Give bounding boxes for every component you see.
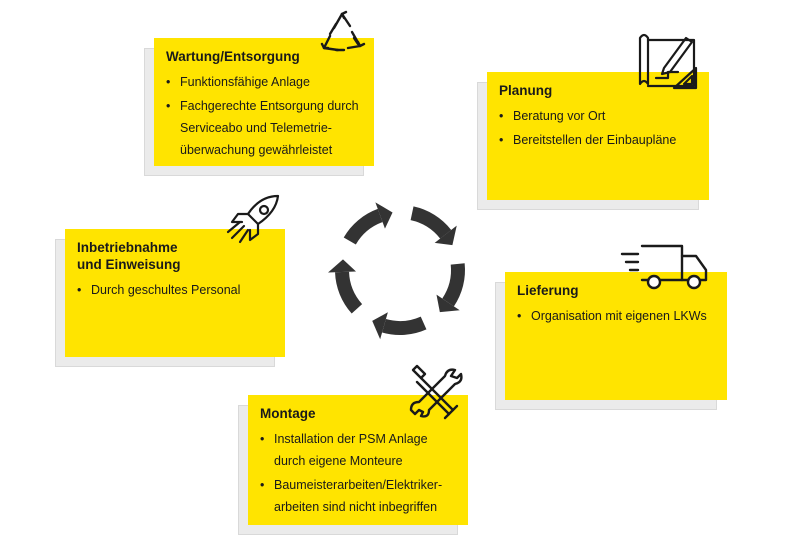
card-face: Inbetriebnahme und Einweisung Durch gesc… (65, 229, 285, 357)
list-item: Organisation mit eigenen LKWs (517, 305, 715, 327)
blueprint-icon (638, 33, 698, 90)
card-title: Inbetriebnahme und Einweisung (77, 240, 181, 272)
card-face: Planung Beratung vor Ort Bereitstellen d… (487, 72, 709, 200)
rocket-icon (226, 194, 280, 244)
cycle-arrow-head (372, 312, 388, 340)
list-item: Installation der PSM Anlage durch eigene… (260, 428, 456, 472)
list-item: Durch geschultes Personal (77, 279, 273, 301)
cycle-arrow-head (436, 294, 460, 313)
card-title: Planung (499, 83, 553, 98)
card-wartung: Wartung/Entsorgung Funktionsfähige Anlag… (144, 38, 374, 176)
cycle-arrow-head (375, 202, 393, 229)
truck-icon (620, 244, 708, 290)
card-face: Montage Installation der PSM Anlage durc… (248, 395, 468, 525)
cycle-arrow-head (434, 225, 457, 246)
card-title: Montage (260, 406, 316, 421)
list-item: Bereitstellen der Einbaupläne (499, 129, 697, 151)
card-planung: Planung Beratung vor Ort Bereitstellen d… (477, 72, 709, 210)
recycle-icon (320, 10, 366, 52)
list-item: Fachgerechte Entsorgung durch Serviceabo… (166, 95, 362, 161)
card-list: Organisation mit eigenen LKWs (517, 305, 715, 327)
cycle-arrow-segment (410, 206, 452, 239)
cycle-arrow-segment (382, 316, 427, 335)
list-item: Funktionsfähige Anlage (166, 71, 362, 93)
card-list: Beratung vor Ort Bereitstellen der Einba… (499, 105, 697, 151)
card-face: Lieferung Organisation mit eigenen LKWs (505, 272, 727, 400)
card-montage: Montage Installation der PSM Anlage durc… (238, 395, 468, 535)
cycle-arrow-segment (442, 263, 465, 307)
cycle-arrow-segment (335, 271, 363, 314)
card-list: Installation der PSM Anlage durch eigene… (260, 428, 456, 518)
cycle-arrow-segment (343, 208, 383, 245)
card-title: Wartung/Entsorgung (166, 49, 300, 64)
tools-icon (409, 364, 463, 420)
list-item: Baumeisterarbeiten/Elektriker- arbeiten … (260, 474, 456, 518)
card-lieferung: Lieferung Organisation mit eigenen LKWs (495, 272, 727, 410)
card-inbetrieb: Inbetriebnahme und Einweisung Durch gesc… (55, 229, 285, 367)
cycle-arrows-icon (328, 202, 465, 340)
list-item: Beratung vor Ort (499, 105, 697, 127)
card-title: Lieferung (517, 283, 579, 298)
cycle-arrow-head (328, 259, 357, 273)
card-list: Funktionsfähige Anlage Fachgerechte Ents… (166, 71, 362, 161)
card-list: Durch geschultes Personal (77, 279, 273, 301)
card-face: Wartung/Entsorgung Funktionsfähige Anlag… (154, 38, 374, 166)
